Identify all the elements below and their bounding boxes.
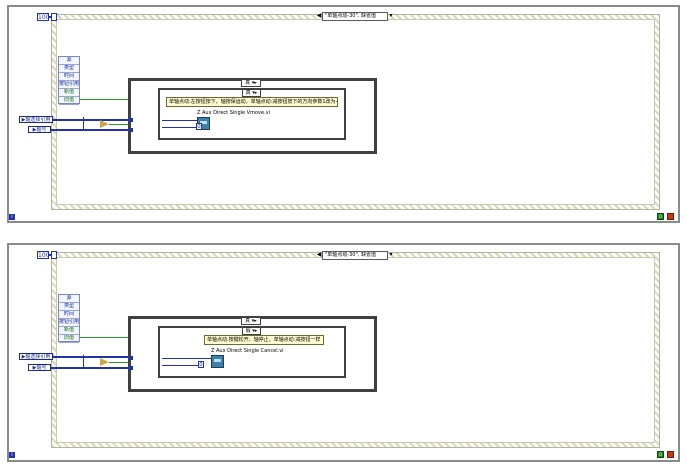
condition-terminal-2[interactable]: 0 (657, 451, 664, 458)
axis-number-control-1[interactable]: ▶轴号 (28, 126, 51, 133)
tunnel-1a (129, 118, 133, 122)
subvi-in-wire-2b (162, 365, 198, 366)
field-type: 类型 (59, 65, 79, 73)
field-time: 时间 (59, 311, 79, 319)
outer-case-label-2[interactable]: 真 ▾▸ (241, 317, 261, 325)
field-button-ref: 按钮引用 (59, 319, 79, 327)
compare-node-icon (100, 358, 109, 366)
subvi-title-1: Z Aux Direct Single Vmove.vi (197, 110, 270, 116)
control-glyph-icon: ▶ (32, 365, 37, 371)
axis-number-control-2[interactable]: ▶轴号 (28, 364, 51, 371)
new-value-wire-1 (80, 99, 162, 100)
event-data-unbundle-2: 源 类型 时间 按钮引用 新值 旧值 (58, 294, 80, 343)
const-wire-v-1 (83, 117, 84, 129)
loop-count-1[interactable]: 100 (37, 13, 50, 21)
selector-prev-arrow-1[interactable]: ◀ (316, 12, 322, 19)
iteration-terminal-1: i (9, 214, 15, 220)
inner-case-label-2[interactable]: 假 ▾▸ (242, 327, 261, 335)
field-source: 源 (59, 57, 79, 65)
event-selector-2[interactable]: "单轴点动-30", 缺省值 (322, 251, 388, 260)
comment-label-1: 单轴点动:左按钮按下，轴按保运动，单轴点动:减按钮按下的方向参数1改为-1 (166, 97, 338, 107)
outer-case-label-1[interactable]: 真 ▾▸ (241, 79, 261, 87)
field-new-value: 新值 (59, 89, 79, 97)
compare-node-icon (100, 120, 109, 128)
field-old-value: 旧值 (59, 97, 79, 105)
subvi-in-wire-1b (162, 127, 197, 128)
comment-label-2: 单轴点动:按键松开，轴停止，单轴点动:减按钮一样 (204, 335, 324, 345)
direction-const-1[interactable]: 0 (196, 123, 202, 130)
field-button-ref: 按钮引用 (59, 81, 79, 89)
subvi-in-wire-1 (162, 120, 197, 121)
compare-out-wire-2 (109, 362, 131, 363)
field-new-value: 新值 (59, 327, 79, 335)
event-data-node-1[interactable] (51, 13, 57, 21)
event-selector-1[interactable]: "单轴点动-30", 缺省值 (322, 12, 388, 21)
field-type: 类型 (59, 303, 79, 311)
inner-case-label-1[interactable]: 真 ▾▸ (242, 89, 261, 97)
direction-const-2[interactable]: 0 (198, 361, 204, 368)
tunnel-2a (129, 356, 133, 360)
event-data-node-2[interactable] (51, 251, 57, 259)
stop-terminal-icon-1[interactable] (667, 213, 674, 220)
axis-select-ref-control-2[interactable]: ▶轴选择引用 (19, 353, 53, 360)
condition-terminal-1[interactable]: 0 (657, 213, 664, 220)
axis-num-wire-2 (51, 367, 162, 369)
field-time: 时间 (59, 73, 79, 81)
subvi-cancel-icon[interactable] (211, 355, 224, 368)
stop-terminal-icon-2[interactable] (667, 451, 674, 458)
tunnel-1b (129, 128, 133, 132)
control-glyph-icon: ▶ (21, 117, 26, 123)
axis-num-wire-1 (51, 129, 162, 131)
selector-dropdown-1[interactable]: ▾ (389, 12, 393, 19)
tunnel-2b (129, 366, 133, 370)
const-wire-v-2 (83, 355, 84, 367)
axis-select-ref-control-1[interactable]: ▶轴选择引用 (19, 116, 53, 123)
axis-ref-wire-2 (53, 356, 162, 358)
control-glyph-icon: ▶ (21, 354, 26, 360)
selector-dropdown-2[interactable]: ▾ (389, 251, 393, 258)
new-value-wire-2 (80, 337, 162, 338)
subvi-in-wire-2 (162, 358, 211, 359)
iteration-terminal-2: i (9, 452, 15, 458)
loop-count-2[interactable]: 100 (37, 251, 50, 259)
compare-out-wire-1 (109, 124, 131, 125)
control-glyph-icon: ▶ (32, 127, 37, 133)
event-data-unbundle-1: 源 类型 时间 按钮引用 新值 旧值 (58, 56, 80, 105)
selector-prev-arrow-2[interactable]: ◀ (316, 251, 322, 258)
subvi-title-2: Z Aux Direct Single Cancel.vi (211, 348, 284, 354)
field-source: 源 (59, 295, 79, 303)
field-old-value: 旧值 (59, 335, 79, 343)
